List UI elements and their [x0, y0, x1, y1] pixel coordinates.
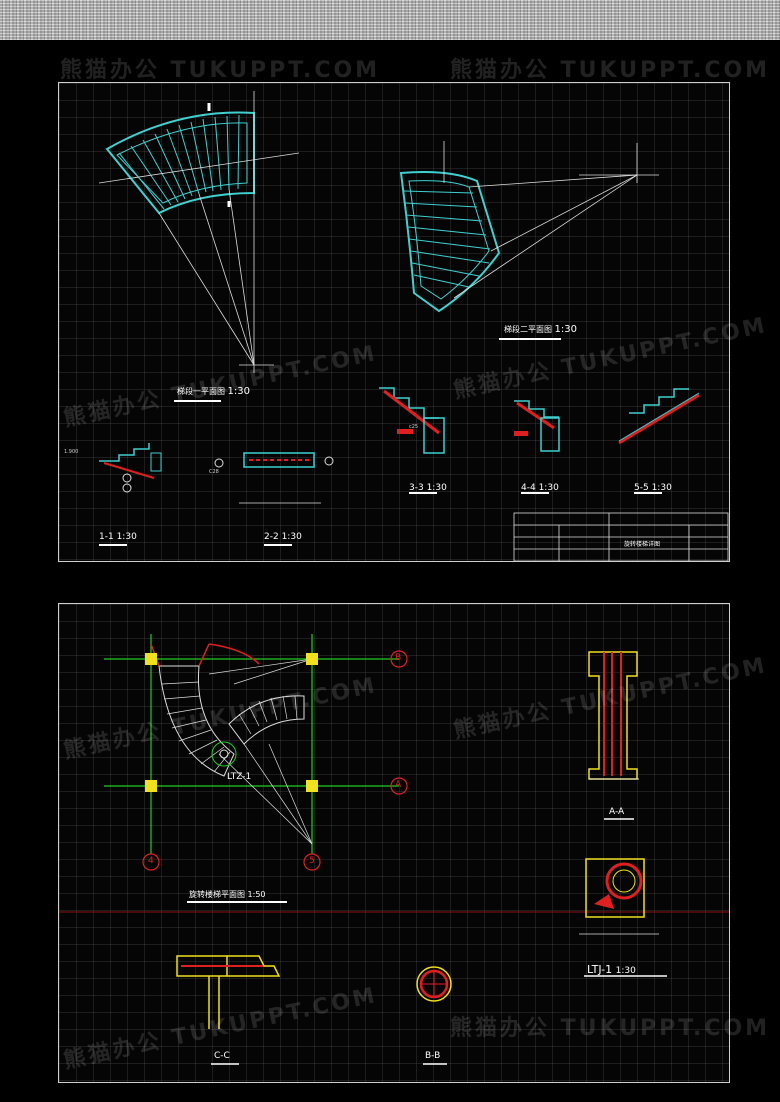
section-3-3: [379, 387, 445, 454]
section-4-4: [514, 400, 560, 452]
section-4-4-label: 4-4 1:30: [521, 483, 559, 493]
stair-flight-2-plan: [399, 141, 659, 313]
axis-label-a: A: [395, 780, 402, 790]
spiral-stair-plan: [150, 643, 313, 845]
stair-plan-title: 旋转楼梯平面图 1:50: [189, 890, 266, 899]
plan2-title: 梯段二平面图 1:30: [504, 324, 578, 335]
title-block-name: 旋转楼梯详图: [624, 541, 661, 548]
svg-text:C28: C28: [209, 469, 219, 475]
section-1-1: [99, 443, 162, 493]
axis-label-5: 5: [309, 856, 315, 866]
drawing-sheet-stair-plan: B A 4 5 LTZ-1 旋转楼梯平面图 1:50 A-A LTJ-1 1:3…: [58, 603, 730, 1083]
section-aa-label: A-A: [609, 807, 625, 817]
column-markers: [145, 653, 318, 792]
section-cc: [176, 955, 281, 1029]
sheet2-drawing: [59, 634, 729, 1065]
section-bb-label: B-B: [425, 1051, 441, 1061]
title-block: [513, 512, 729, 561]
section-title-underlines: [99, 492, 662, 546]
svg-text:1.900: 1.900: [64, 449, 78, 455]
section-2-2-label: 2-2 1:30: [264, 532, 302, 542]
footing-ltj-1: [579, 858, 659, 935]
top-noise-strip: [0, 0, 780, 40]
axis-bubbles: [142, 650, 408, 871]
svg-text:c25: c25: [409, 424, 418, 430]
stair-flight-1-plan: [98, 91, 300, 373]
column-label: LTZ-1: [227, 772, 252, 782]
section-bb: [416, 966, 452, 1002]
column-section-aa: [588, 651, 639, 780]
section-cc-label: C-C: [214, 1051, 230, 1061]
plan1-title: 梯段一平面图 1:30: [177, 386, 251, 397]
section-1-1-label: 1-1 1:30: [99, 532, 137, 542]
section-3-3-label: 3-3 1:30: [409, 483, 447, 493]
section-5-5-label: 5-5 1:30: [634, 483, 672, 493]
watermark-1: 熊猫办公 TUKUPPT.COM: [60, 58, 381, 83]
ltj-label: LTJ-1 1:30: [587, 963, 636, 976]
axis-label-b: B: [395, 653, 402, 663]
watermark-2: 熊猫办公 TUKUPPT.COM: [450, 58, 771, 83]
section-5-5: [618, 388, 700, 445]
section-2-2: [214, 452, 334, 504]
axis-label-4: 4: [148, 856, 154, 866]
axis-grid: [104, 634, 399, 854]
